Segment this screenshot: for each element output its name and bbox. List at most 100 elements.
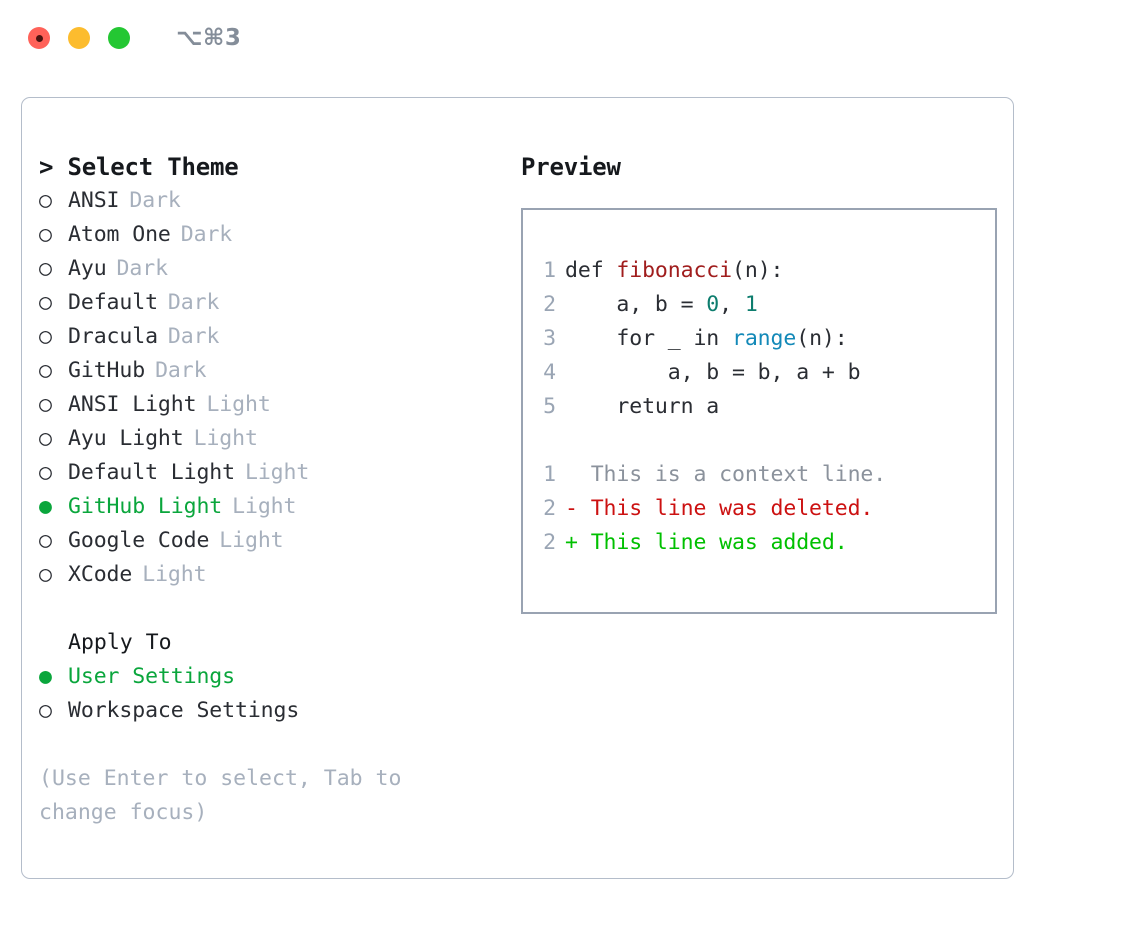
radio-selected-icon: ● — [39, 494, 52, 519]
theme-option-github-light[interactable]: ● GitHub Light Light — [39, 490, 501, 524]
radio-unselected-icon: ○ — [39, 358, 52, 383]
code-token: fibonacci — [616, 258, 732, 283]
line-number: 2 — [543, 530, 556, 555]
close-window-button[interactable] — [28, 27, 50, 49]
theme-variant-tag: Dark — [167, 290, 220, 315]
spacer — [39, 592, 501, 626]
code-line-content: a, b = 0, 1 — [565, 288, 758, 322]
theme-option-label: ANSI — [68, 188, 120, 213]
theme-variant-tag: Dark — [167, 324, 220, 349]
apply-to-option-label: User Settings — [68, 664, 235, 689]
theme-option-label: Atom One — [68, 222, 171, 247]
theme-variant-tag: Dark — [116, 256, 168, 281]
code-line: 2 a, b = 0, 1 — [523, 288, 995, 322]
radio-unselected-icon: ○ — [39, 528, 52, 553]
code-line: 5 return a — [523, 390, 995, 424]
theme-option-google-code[interactable]: ○ Google Code Light — [39, 524, 501, 558]
window-controls — [28, 27, 130, 49]
line-number: 2 — [543, 496, 556, 521]
theme-variant-tag: Dark — [129, 188, 181, 213]
select-theme-heading: > Select Theme — [39, 153, 239, 181]
code-line: 3 for _ in range(n): — [523, 322, 995, 356]
minimize-window-button[interactable] — [68, 27, 90, 49]
theme-variant-tag: Dark — [155, 358, 207, 383]
radio-unselected-icon: ○ — [39, 426, 52, 451]
radio-unselected-icon: ○ — [39, 324, 52, 349]
code-token: , — [719, 292, 745, 317]
radio-unselected-icon: ○ — [39, 256, 52, 281]
line-number: 4 — [543, 360, 556, 385]
theme-option-label: GitHub — [68, 358, 146, 383]
radio-unselected-icon: ○ — [39, 562, 52, 587]
theme-variant-tag: Dark — [180, 222, 233, 247]
theme-option-label: Dracula — [68, 324, 158, 349]
window-title: ⌥⌘3 — [176, 25, 242, 51]
diff-line: 2- This line was deleted. — [523, 492, 995, 526]
code-token: range — [731, 326, 797, 351]
theme-option-label: XCode — [68, 562, 133, 587]
theme-option-github[interactable]: ○ GitHub Dark — [39, 354, 501, 388]
theme-option-label: GitHub Light — [68, 494, 223, 519]
theme-option-ayu-light[interactable]: ○ Ayu Light Light — [39, 422, 501, 456]
apply-to-option-user-settings[interactable]: ● User Settings — [39, 660, 501, 694]
keyboard-hint-text: (Use Enter to select, Tab to change focu… — [39, 766, 415, 825]
theme-variant-tag: Light — [219, 528, 284, 553]
theme-variant-tag: Light — [232, 494, 297, 519]
window-titlebar: ⌥⌘3 — [0, 0, 1140, 76]
theme-option-label: ANSI Light — [68, 392, 197, 417]
radio-selected-icon: ● — [39, 664, 52, 689]
radio-unselected-icon: ○ — [39, 222, 52, 247]
theme-option-xcode[interactable]: ○ XCode Light — [39, 558, 501, 592]
theme-option-ansi[interactable]: ○ ANSI Dark — [39, 184, 501, 218]
diff-line: 2 + This line was added. — [523, 526, 995, 560]
theme-option-atom-one[interactable]: ○ Atom One Dark — [39, 218, 501, 252]
theme-option-label: Google Code — [68, 528, 210, 553]
code-token: a, b = — [565, 292, 707, 317]
code-line-content: for _ in range(n): — [565, 322, 848, 356]
theme-option-label: Ayu — [68, 256, 107, 281]
diff-line-content: + This line was added. — [565, 530, 848, 555]
line-number: 1 — [543, 462, 556, 487]
theme-option-label: Ayu Light — [68, 426, 184, 451]
theme-variant-tag: Light — [244, 460, 310, 485]
radio-unselected-icon: ○ — [39, 698, 52, 723]
code-token: (n): — [796, 326, 848, 351]
line-number: 2 — [543, 292, 556, 317]
theme-option-ayu[interactable]: ○ Ayu Dark — [39, 252, 501, 286]
theme-variant-tag: Light — [193, 426, 258, 451]
code-token: a, b = b, a + b — [565, 360, 861, 385]
line-number: 1 — [543, 258, 556, 283]
diff-sample: 1 This is a context line.2- This line wa… — [523, 458, 995, 560]
code-line: 4 a, b = b, a + b — [523, 356, 995, 390]
theme-option-ansi-light[interactable]: ○ ANSI Light Light — [39, 388, 501, 422]
radio-unselected-icon: ○ — [39, 188, 52, 213]
code-token: 1 — [744, 292, 758, 317]
radio-unselected-icon: ○ — [39, 392, 52, 417]
line-number: 5 — [543, 394, 556, 419]
code-blank-line — [523, 424, 995, 458]
apply-to-option-label: Workspace Settings — [68, 698, 300, 723]
line-number: 3 — [543, 326, 556, 351]
theme-option-dracula[interactable]: ○ Dracula Dark — [39, 320, 501, 354]
theme-variant-tag: Light — [142, 562, 207, 587]
code-token: for _ in — [565, 326, 732, 351]
theme-variant-tag: Light — [206, 392, 271, 417]
preview-heading: Preview — [521, 153, 621, 181]
theme-option-label: Default — [68, 290, 158, 315]
apply-to-option-workspace-settings[interactable]: ○ Workspace Settings — [39, 694, 501, 728]
code-line-content: a, b = b, a + b — [565, 356, 861, 390]
code-token: (n): — [732, 258, 784, 283]
code-token: 0 — [706, 292, 720, 317]
maximize-window-button[interactable] — [108, 27, 130, 49]
radio-unselected-icon: ○ — [39, 460, 52, 485]
